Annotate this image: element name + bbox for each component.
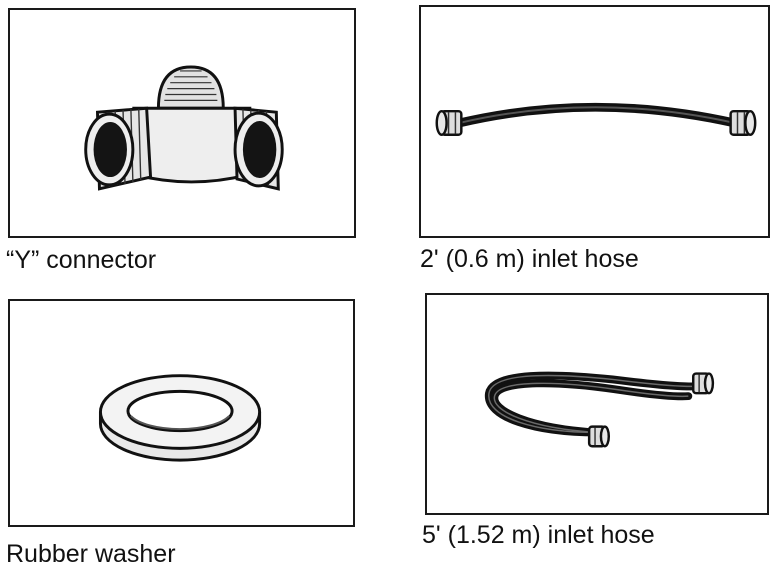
short-inlet-hose-panel [419, 5, 770, 238]
rubber-washer-panel [8, 299, 355, 527]
long-inlet-hose-icon [485, 371, 715, 448]
rubber-washer-icon [98, 374, 262, 462]
rubber-washer-caption: Rubber washer [6, 540, 176, 568]
short-inlet-hose-icon [435, 102, 757, 136]
long-inlet-hose-caption: 5' (1.52 m) inlet hose [422, 521, 655, 549]
y-connector-caption: “Y” connector [6, 246, 157, 274]
y-connector-panel [8, 8, 356, 238]
y-connector-icon [84, 65, 284, 191]
long-inlet-hose-panel [425, 293, 769, 515]
short-inlet-hose-caption: 2' (0.6 m) inlet hose [420, 245, 639, 273]
